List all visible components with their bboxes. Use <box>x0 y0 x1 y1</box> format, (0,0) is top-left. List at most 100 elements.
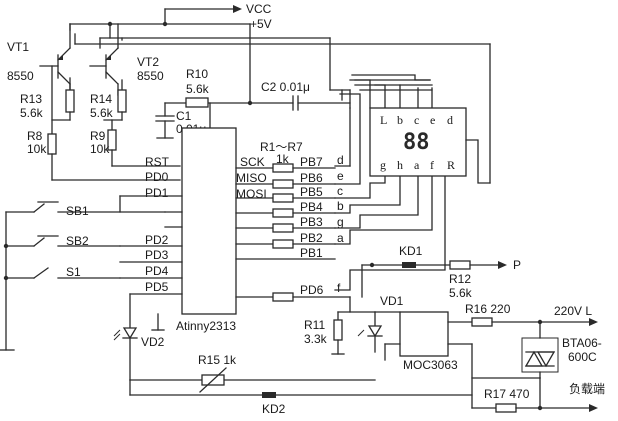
vd1-label: VD1 <box>380 294 404 308</box>
display-top-b: b <box>397 113 403 127</box>
optocoupler-moc3063: MOC3063 <box>384 311 473 409</box>
moc3063-label: MOC3063 <box>403 358 458 372</box>
resistor-r11: R11 3.3k <box>304 296 376 355</box>
kd1-branch: KD1 R12 5.6k P <box>361 244 521 300</box>
pin-pb6: PB6 <box>300 171 323 185</box>
display-digits: 88 <box>403 130 430 155</box>
r15-label: R15 1k <box>198 353 237 367</box>
pin-pb2: PB2 <box>300 231 323 245</box>
resistor-r13: R13 5.6k <box>20 77 75 121</box>
display-bottom-a: a <box>414 158 420 172</box>
pin-pd6: PD6 <box>300 283 324 297</box>
seven-segment-display: L b c e d 88 g h a f R <box>369 107 491 184</box>
display-top-d: d <box>447 113 453 127</box>
pin-miso: MISO <box>236 171 267 185</box>
pin-pd3: PD3 <box>145 248 169 262</box>
display-bottom-h: h <box>397 158 403 172</box>
vt2-type: 8550 <box>137 69 164 83</box>
resistor-r14: R14 5.6k <box>90 79 127 121</box>
pin-pb3: PB3 <box>300 215 323 229</box>
display-top-c: c <box>414 113 419 127</box>
r11-name: R11 <box>304 318 325 332</box>
plus5v-label: +5V <box>250 17 272 31</box>
kd2-branch: KD2 <box>129 379 473 416</box>
switch-sb2: SB2 <box>66 234 89 248</box>
pd6-line: PD6 <box>235 283 351 302</box>
collector-wires <box>69 23 491 184</box>
led-vd1: VD1 <box>357 294 404 353</box>
pin-pb1: PB1 <box>300 246 323 260</box>
pin-pd2: PD2 <box>145 233 169 247</box>
led-vd2: VD2 <box>113 293 376 381</box>
seg-b-label: b <box>337 199 344 213</box>
display-top-l: L <box>380 113 387 127</box>
mcu-chip: Atinny2313 <box>151 102 237 333</box>
resistor-r8: R8 10k <box>27 65 181 181</box>
power-rail: VCC +5V <box>69 2 272 104</box>
kd1-label: KD1 <box>399 244 423 258</box>
mcu-name: Atinny2313 <box>176 319 236 333</box>
switches: SB1 SB2 S1 <box>0 201 166 351</box>
resistor-r17: R17 470 负载端 <box>471 382 605 413</box>
transistor-vt2: VT2 8550 <box>89 23 164 96</box>
display-bottom-f: f <box>430 158 434 172</box>
seg-a-label: a <box>337 231 344 245</box>
r14-name: R14 <box>90 92 112 106</box>
switch-s1: S1 <box>66 265 81 279</box>
r13-value: 5.6k <box>20 106 44 120</box>
resistor-r10: R10 5.6k <box>164 67 253 108</box>
r9-value: 10k <box>90 142 110 156</box>
vt1-name: VT1 <box>7 40 29 54</box>
p-label: P <box>513 258 521 272</box>
pin-rst: RST <box>145 155 170 169</box>
r1-r7-value: 1k <box>276 152 290 166</box>
pin-pd4: PD4 <box>145 264 169 278</box>
r10-value: 5.6k <box>186 82 210 96</box>
mcu-left-pins: RST PD0 PD1 PD2 PD3 PD4 PD5 <box>119 155 183 295</box>
triac-bta06: BTA06- 600C <box>471 336 602 409</box>
pin-pb5: PB5 <box>300 185 323 199</box>
r8-name: R8 <box>27 129 43 143</box>
seg-c-label: c <box>337 184 343 198</box>
pin-mosi: MOSI <box>236 187 267 201</box>
r17-label: R17 470 <box>484 387 530 401</box>
c2-label: C2 0.01μ <box>261 80 310 94</box>
vt1-type: 8550 <box>7 69 34 83</box>
pin-pd0: PD0 <box>145 170 169 184</box>
resistor-r9: R9 10k <box>90 119 181 167</box>
port-b-resistor-bank: PB7 PB6 PB5 PB4 PB3 PB2 PB1 d e c b g a … <box>235 153 344 295</box>
r11-value: 3.3k <box>304 332 328 346</box>
pin-pb4: PB4 <box>300 200 323 214</box>
seg-e-label: e <box>337 169 344 183</box>
r12-value: 5.6k <box>449 286 473 300</box>
switch-sb1: SB1 <box>66 204 89 218</box>
pin-sck: SCK <box>240 155 265 169</box>
r1-r7-name: R1～R7 <box>260 140 303 154</box>
triac-name-1: BTA06- <box>562 336 602 350</box>
kd2-label: KD2 <box>262 402 286 416</box>
load-label: 负载端 <box>569 382 605 396</box>
r14-value: 5.6k <box>90 106 114 120</box>
pin-pb7: PB7 <box>300 155 323 169</box>
display-bottom-r: R <box>447 158 455 172</box>
pin-pd5: PD5 <box>145 280 169 294</box>
triac-name-2: 600C <box>568 350 597 364</box>
mcu-right-pins: SCK MISO MOSI R1～R7 1k <box>236 140 303 201</box>
mains-label: 220V L <box>554 304 592 318</box>
r10-name: R10 <box>186 67 208 81</box>
transistor-vt1: VT1 8550 <box>7 23 71 96</box>
display-top-e: e <box>430 113 435 127</box>
segment-bus <box>334 74 446 291</box>
r16-label: R16 220 <box>465 302 511 316</box>
r12-name: R12 <box>449 272 471 286</box>
pin-pd1: PD1 <box>145 186 169 200</box>
display-bottom-g: g <box>380 158 386 172</box>
r9-name: R9 <box>90 129 106 143</box>
vcc-label: VCC <box>246 2 272 16</box>
seg-d-label: d <box>337 153 344 167</box>
seg-f-label: f <box>337 281 341 295</box>
mains-branch: R16 220 220V L <box>465 302 598 339</box>
r13-name: R13 <box>20 92 42 106</box>
